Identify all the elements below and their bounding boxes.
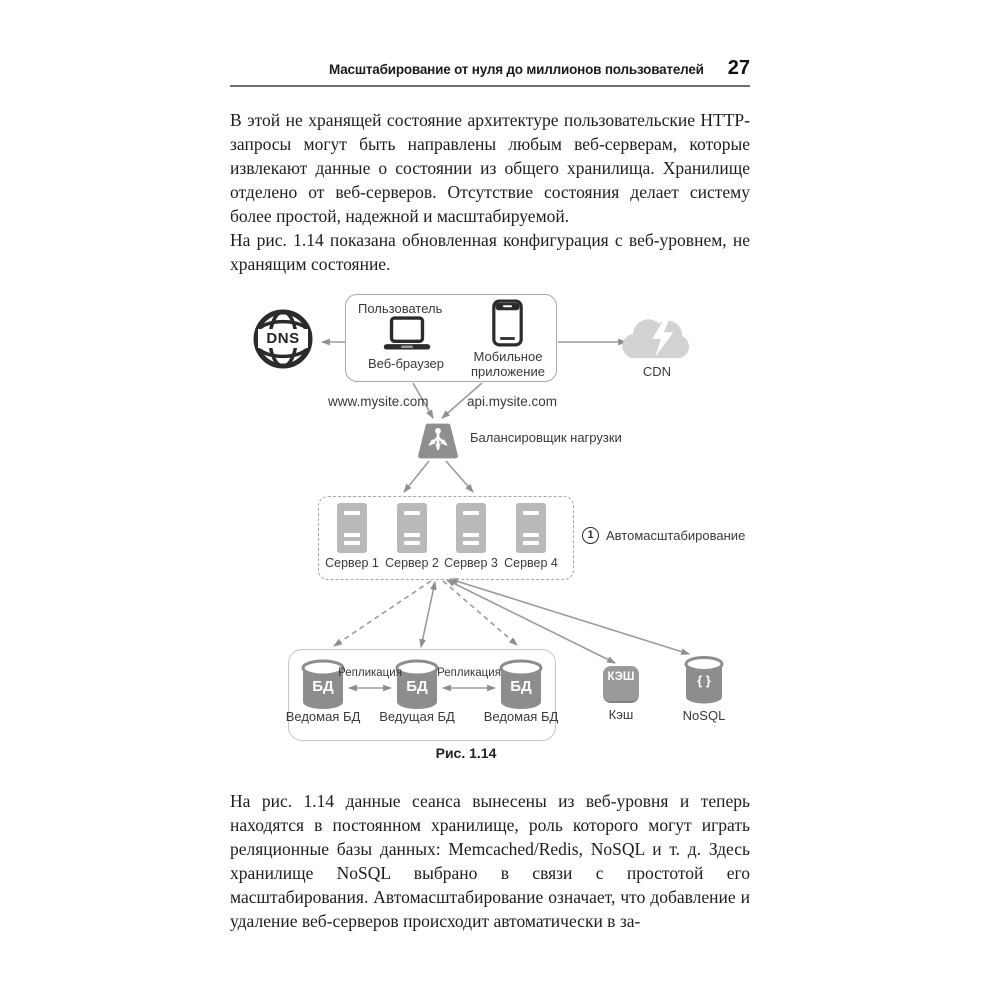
db-cylinder-label: БД — [312, 678, 334, 695]
server-icon — [337, 503, 367, 553]
cdn-cloud-icon — [620, 312, 694, 362]
database-cylinder-icon: БД — [301, 659, 345, 711]
running-header-title: Масштабирование от нуля до миллионов пол… — [329, 62, 704, 77]
autoscaling-label: Автомасштабирование — [606, 528, 746, 543]
user-box — [345, 294, 557, 382]
nosql-label: NoSQL — [682, 708, 726, 723]
slave-db-label: Ведомая БД — [285, 709, 361, 724]
slave-db-label: Ведомая БД — [483, 709, 559, 724]
mobile-app-label: Мобильное приложение — [471, 349, 545, 379]
database-tier-box — [288, 649, 556, 741]
cdn-label: CDN — [642, 364, 672, 379]
db-cylinder-label: БД — [510, 678, 532, 695]
circled-number-icon: 1 — [582, 527, 599, 544]
server-1-label: Сервер 1 — [325, 556, 379, 570]
paragraph-1: В этой не хранящей состояние архитектуре… — [230, 110, 750, 226]
autoscaling-annotation: 1 Автомасштабирование — [582, 527, 745, 544]
nosql-cylinder-icon: { } — [684, 656, 724, 706]
server-3-label: Сервер 3 — [444, 556, 498, 570]
www-domain-label: www.mysite.com — [328, 394, 429, 409]
master-db-label: Ведущая БД — [379, 709, 455, 724]
smartphone-icon — [492, 299, 523, 347]
figure-caption: Рис. 1.14 — [435, 745, 497, 761]
dns-label: DNS — [258, 329, 308, 348]
server-icon — [516, 503, 546, 553]
load-balancer-icon — [416, 422, 460, 460]
server-2-label: Сервер 2 — [385, 556, 439, 570]
cache-label: Кэш — [608, 707, 634, 722]
server-icon — [397, 503, 427, 553]
dns-node: DNS — [252, 308, 314, 370]
web-browser-label: Веб-браузер — [367, 356, 445, 371]
server-icon — [456, 503, 486, 553]
cache-icon: КЭШ — [603, 666, 639, 703]
server-4-label: Сервер 4 — [504, 556, 558, 570]
database-cylinder-icon: БД — [395, 659, 439, 711]
database-cylinder-icon: БД — [499, 659, 543, 711]
web-tier-box — [318, 496, 574, 580]
paragraph-3: На рис. 1.14 данные сеанса вынесены из в… — [230, 791, 750, 931]
running-header: Масштабирование от нуля до миллионов пол… — [230, 57, 750, 87]
page-number: 27 — [727, 57, 750, 79]
nosql-braces-glyph: { } — [697, 673, 711, 688]
laptop-icon — [378, 315, 436, 354]
db-cylinder-label: БД — [406, 678, 428, 695]
replication-label: Репликация — [338, 667, 402, 679]
paragraph-2: На рис. 1.14 показана обновленная конфиг… — [230, 230, 750, 274]
replication-label: Репликация — [437, 667, 501, 679]
user-box-label: Пользователь — [358, 301, 443, 316]
cache-box-label: КЭШ — [607, 671, 635, 683]
api-domain-label: api.mysite.com — [467, 394, 558, 409]
load-balancer-label: Балансировщик нагрузки — [470, 430, 622, 445]
